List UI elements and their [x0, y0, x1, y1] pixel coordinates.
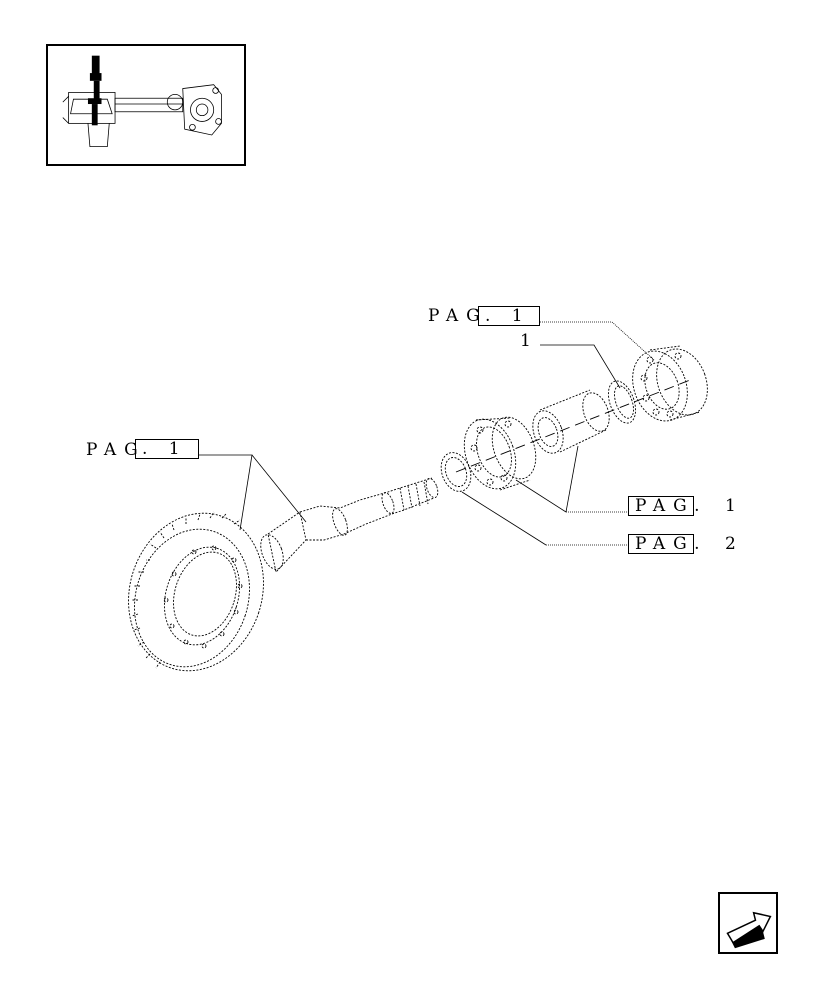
pag-label-top: PAG	[428, 306, 488, 326]
pag-number-mid: 1	[725, 496, 736, 516]
ring-gear	[128, 511, 264, 672]
pag-label-left: PAG	[86, 440, 146, 460]
leader-lines	[198, 321, 655, 546]
shim-ring-upper	[607, 380, 637, 424]
spacer-sleeve	[532, 389, 610, 454]
pag-box-mid[interactable]: PAG.	[628, 496, 700, 516]
pinion-shaft	[260, 477, 439, 573]
axle-overview-icon	[62, 55, 222, 147]
bearing-middle	[463, 416, 537, 491]
pag-number-low: 2	[725, 534, 736, 554]
pag-box-low[interactable]: PAG.	[628, 534, 700, 554]
axle-overview-thumbnail	[46, 44, 246, 166]
previous-page-arrow-icon	[726, 911, 772, 949]
pag-box-top[interactable]: . 1	[478, 306, 540, 326]
previous-page-button[interactable]	[718, 892, 778, 954]
item-number-1: 1	[520, 331, 531, 351]
bearing-upper	[632, 345, 708, 422]
pag-box-left[interactable]: . 1	[135, 439, 199, 459]
